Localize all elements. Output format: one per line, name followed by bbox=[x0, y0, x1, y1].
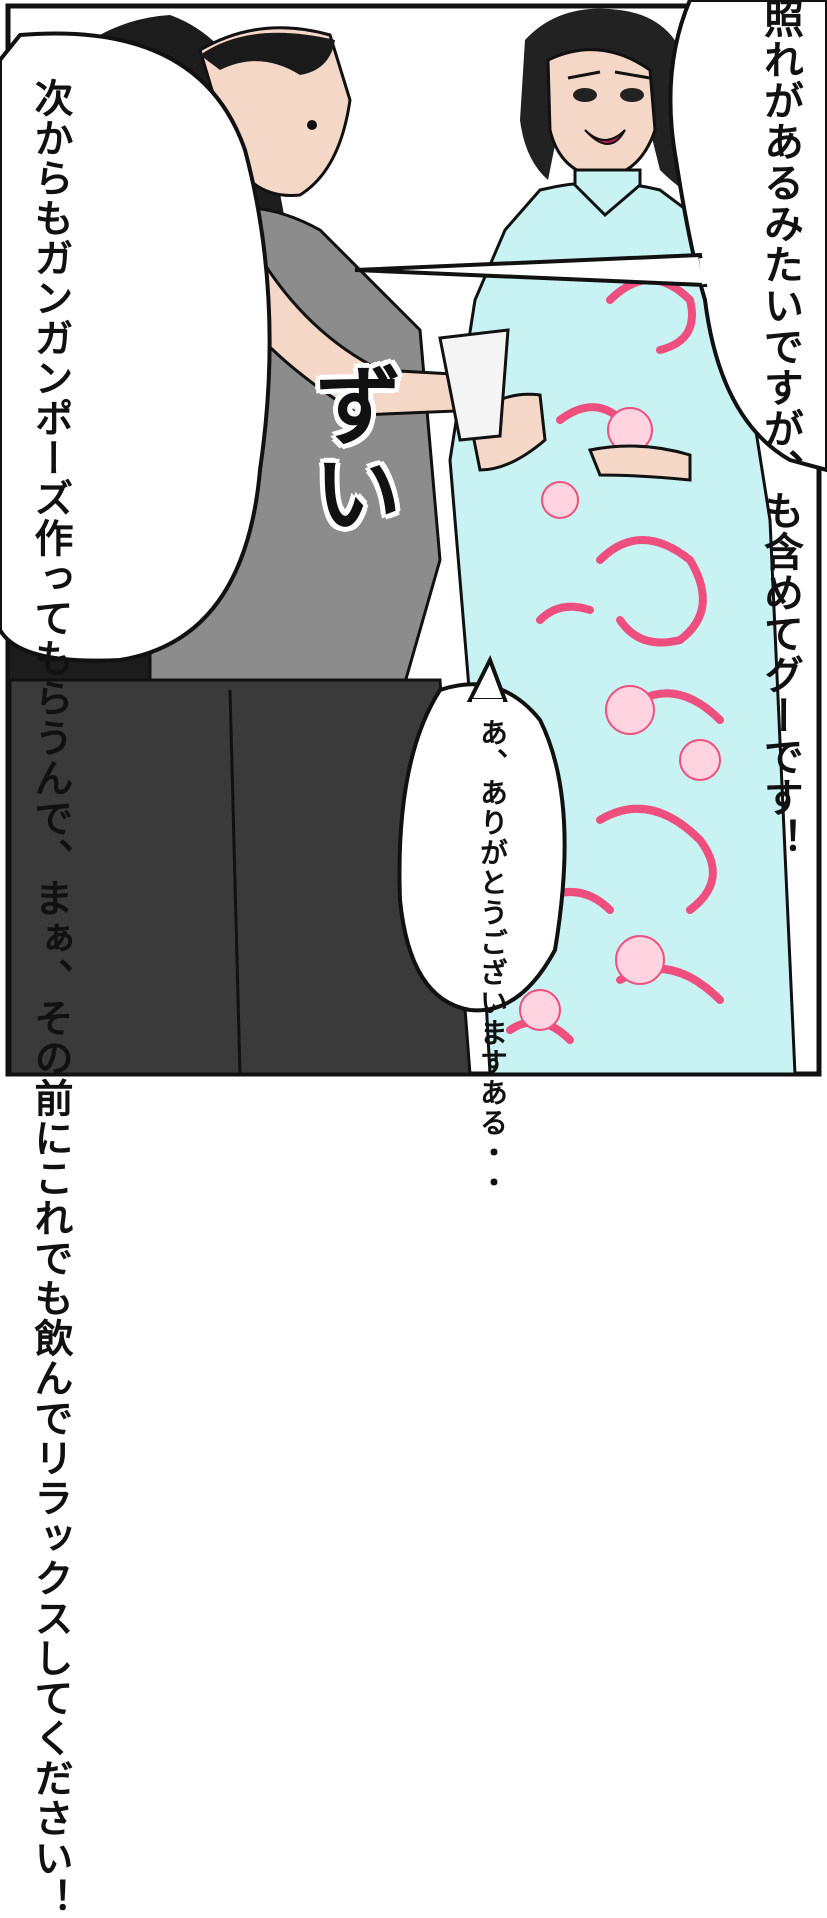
speech-bubble-left bbox=[0, 31, 272, 663]
panel-artwork bbox=[0, 0, 827, 1077]
speech-bubble-bottom bbox=[397, 682, 567, 1013]
speech-bottom-text: あ、ありがとうございますある・・ bbox=[476, 718, 509, 1198]
speech-top-right-text: 照れがあるみたいですが、も含めてグーです！ bbox=[757, 0, 803, 859]
speech-left-text: 次からもガンガンポーズ作ってもらうんで、まぁ、その前にこれでも飲んでリラックスし… bbox=[28, 78, 73, 1918]
sound-effect-text: ずい bbox=[299, 360, 402, 536]
woman-in-cheongsam-figure bbox=[448, 8, 797, 1076]
